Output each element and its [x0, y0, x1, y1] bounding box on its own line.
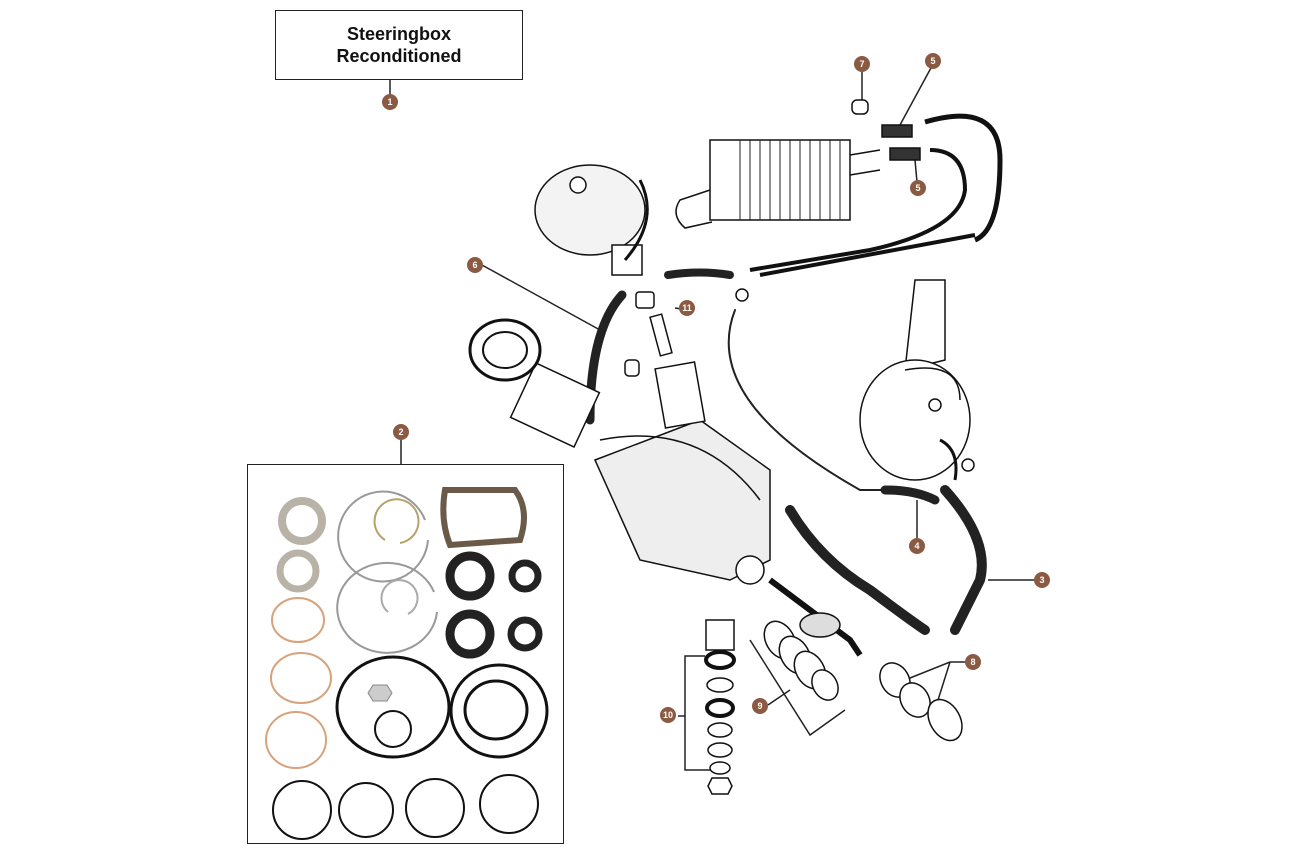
- bearing-stack: [704, 619, 736, 795]
- callout-badge-10[interactable]: 10: [660, 707, 676, 723]
- oil-cooler: [675, 113, 1003, 277]
- callout-badge-2[interactable]: 2: [393, 424, 409, 440]
- leader-5a: [899, 65, 933, 126]
- gasket-kit-frame: [247, 464, 564, 844]
- small-clips: [624, 99, 975, 472]
- leader-8: [904, 661, 965, 701]
- callout-badge-4[interactable]: 4: [909, 538, 925, 554]
- title-line-1: Steeringbox: [346, 24, 452, 44]
- fluid-reservoir: [859, 279, 971, 481]
- leader-6: [481, 264, 601, 331]
- callout-badge-6[interactable]: 6: [467, 257, 483, 273]
- callout-badge-3[interactable]: 3: [1034, 572, 1050, 588]
- callout-badge-11[interactable]: 11: [679, 300, 695, 316]
- callout-badge-9[interactable]: 9: [752, 698, 768, 714]
- union-adaptor: [635, 291, 673, 357]
- hoses: [585, 268, 987, 635]
- leader-10: [678, 655, 722, 771]
- valve-cap: [534, 164, 649, 276]
- title-box: Steeringbox Reconditioned: [275, 10, 523, 80]
- leader-9: [749, 639, 846, 737]
- gasket-kit-photo: [265, 487, 549, 840]
- callout-badge-5b[interactable]: 5: [910, 180, 926, 196]
- callout-badge-5a[interactable]: 5: [925, 53, 941, 69]
- valve-spool: [763, 577, 963, 742]
- title-line-2: Reconditioned: [336, 46, 462, 66]
- callout-badge-7[interactable]: 7: [854, 56, 870, 72]
- steering-box-body: [468, 318, 771, 585]
- callout-badge-1[interactable]: 1: [382, 94, 398, 110]
- callout-badge-8[interactable]: 8: [965, 654, 981, 670]
- leader-5b: [914, 159, 918, 183]
